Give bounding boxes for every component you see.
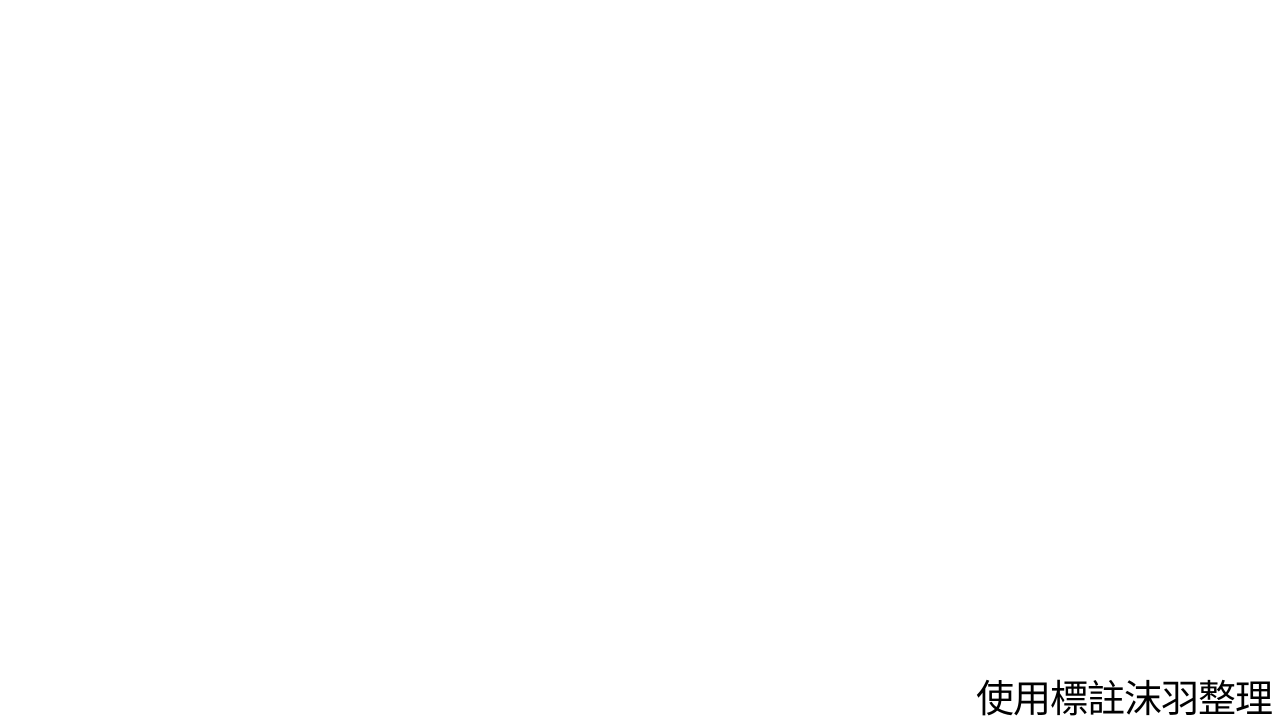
credit-caption: 使用標註沫羽整理 [975, 677, 1273, 720]
